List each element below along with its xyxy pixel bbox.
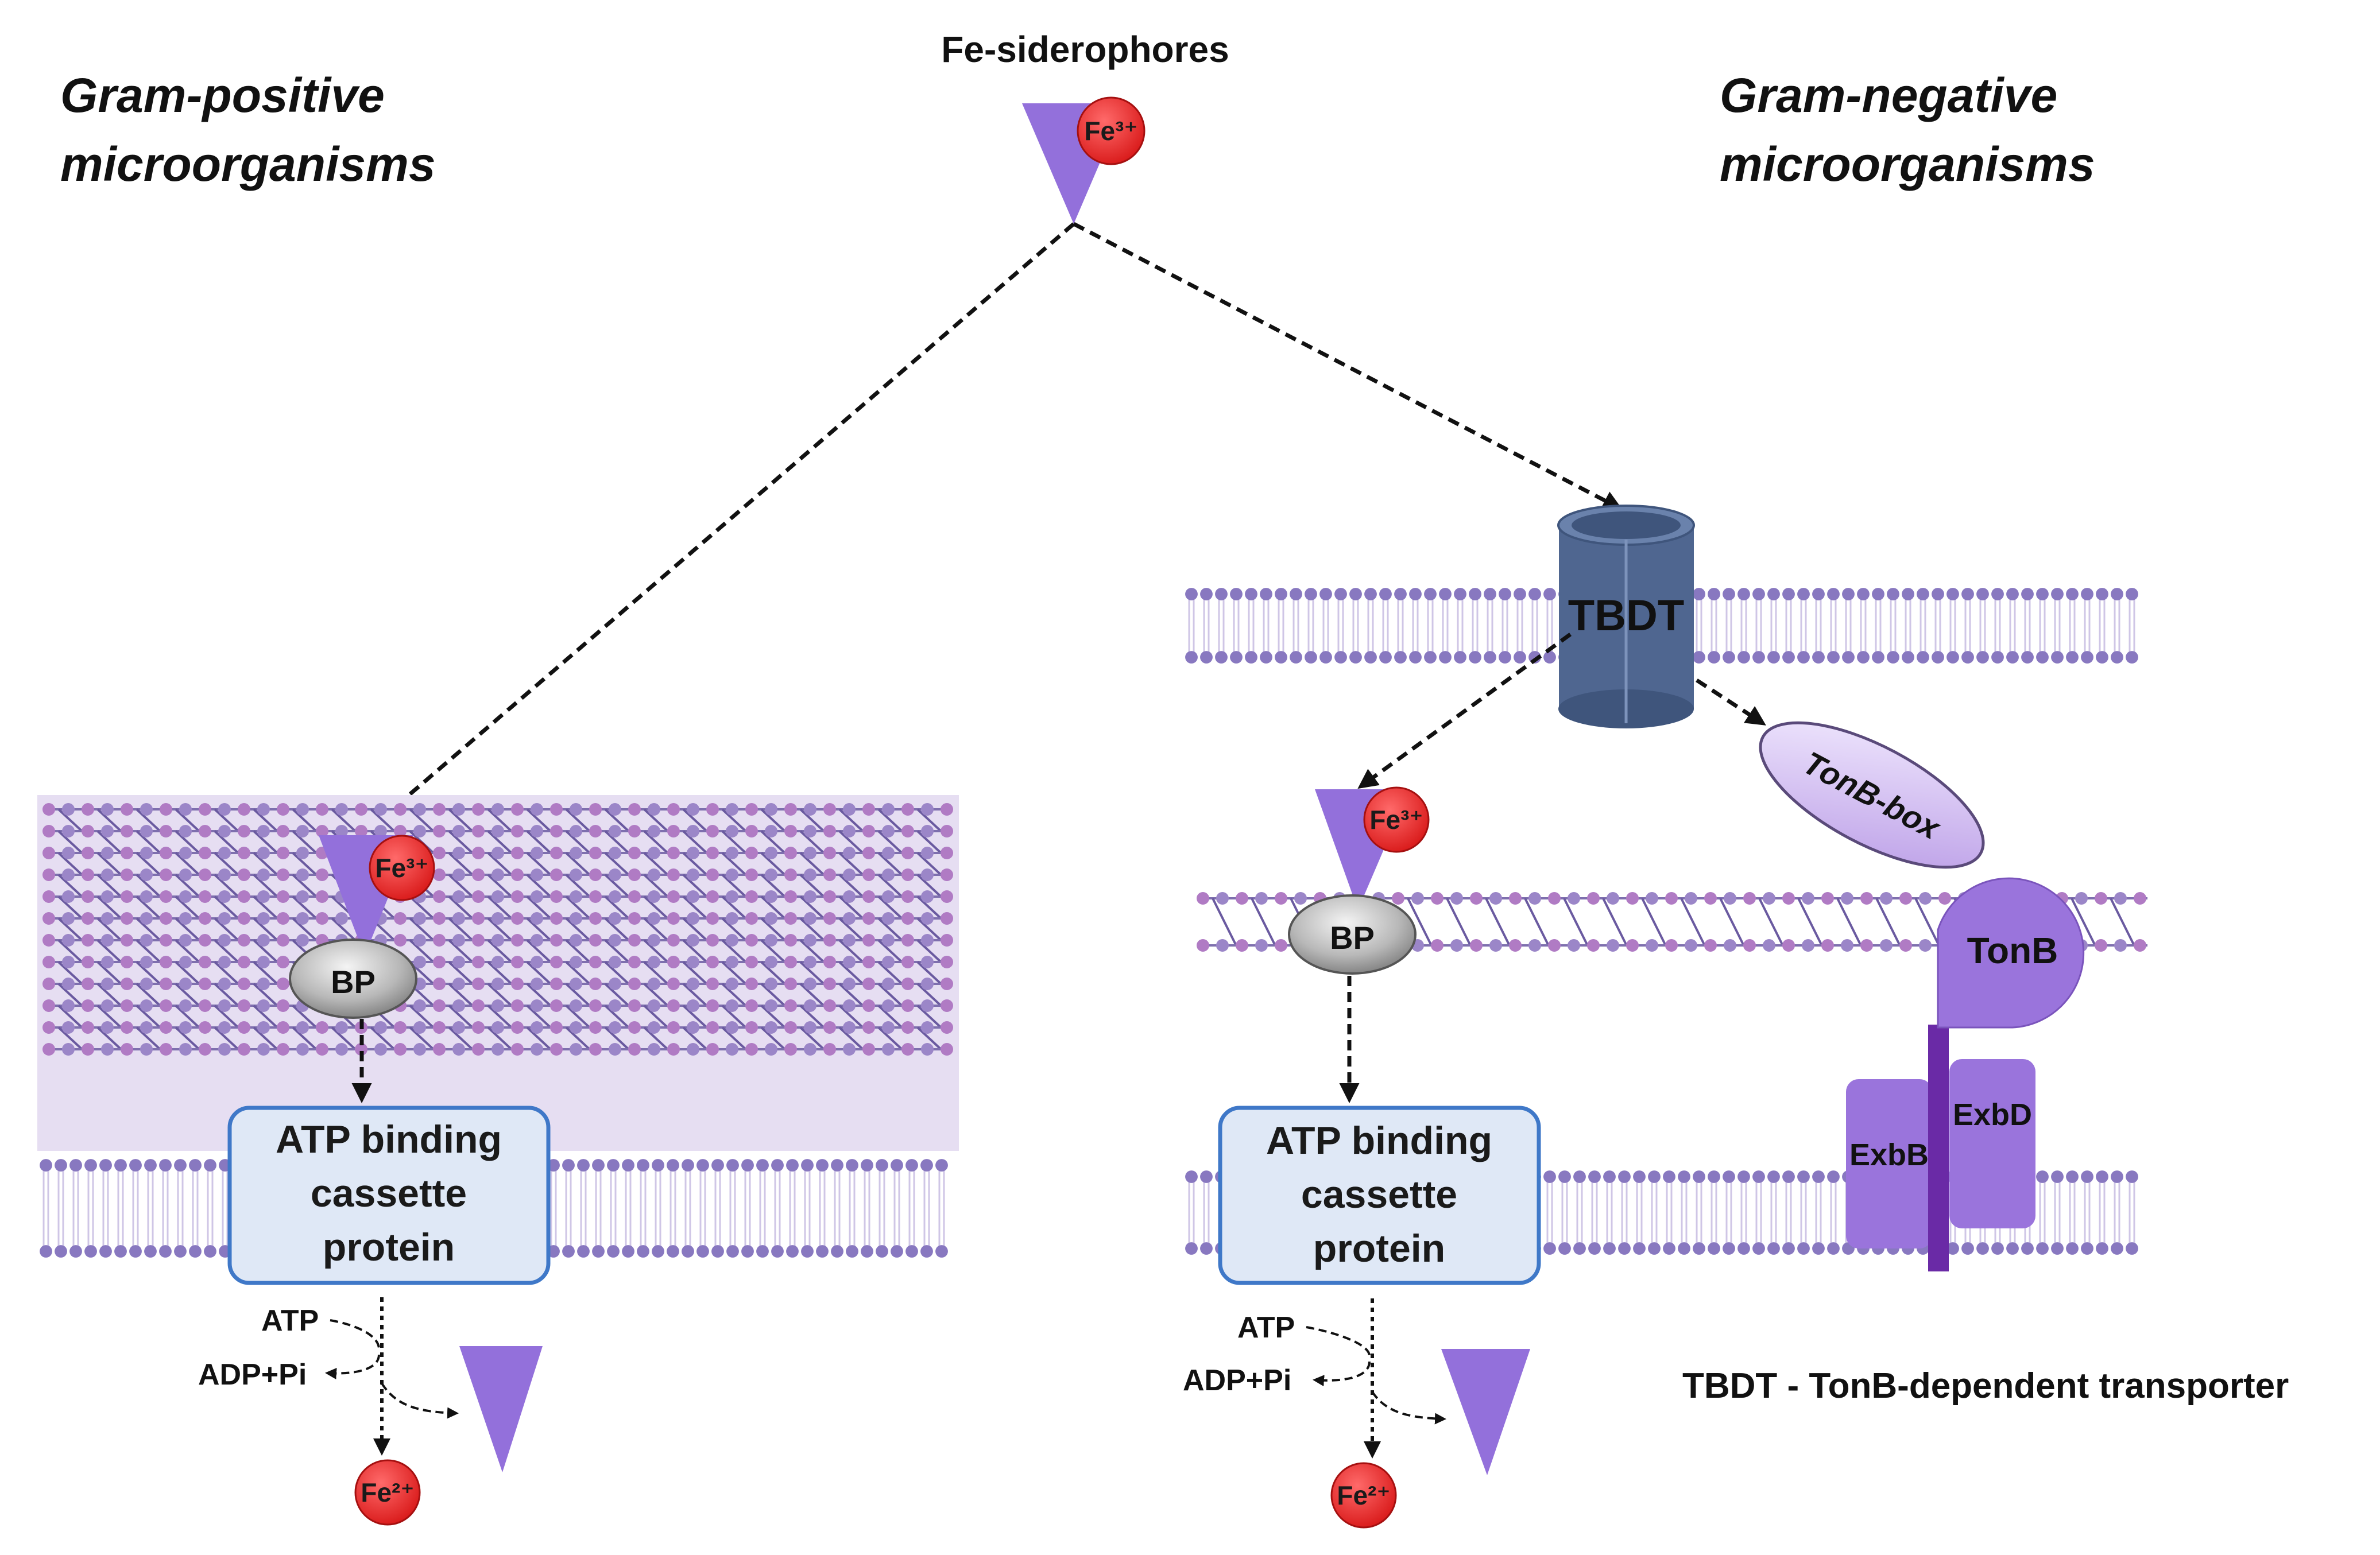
svg-text:TonB: TonB: [1967, 930, 2058, 971]
adp-label-gp: ADP+Pi: [198, 1358, 307, 1391]
svg-text:Fe²⁺: Fe²⁺: [1337, 1480, 1390, 1510]
atp-label-gp: ATP: [261, 1304, 319, 1337]
tbdt-legend: TBDT - TonB-dependent transporter: [1682, 1366, 2289, 1406]
fe3-ion-gn: Fe³⁺: [1363, 786, 1430, 853]
fe2-ion-gn: Fe²⁺: [1330, 1462, 1397, 1529]
arrow-to-gram-positive: [355, 222, 1075, 841]
svg-text:ExbD: ExbD: [1953, 1098, 2032, 1132]
abc-transporter-gn: ATP binding cassette protein: [1218, 1106, 1541, 1285]
svg-text:cassette: cassette: [311, 1172, 467, 1215]
svg-text:BP: BP: [331, 964, 376, 1000]
svg-text:cassette: cassette: [1301, 1173, 1457, 1216]
arrow-tbdt-to-bp: [1357, 633, 1572, 789]
svg-text:ATP binding: ATP binding: [276, 1118, 502, 1161]
svg-text:protein: protein: [323, 1226, 455, 1269]
atp-label-gn: ATP: [1237, 1311, 1295, 1344]
svg-text:BP: BP: [1330, 920, 1375, 956]
fe3-ion-top: Fe³⁺: [1077, 96, 1146, 165]
svg-text:ATP binding: ATP binding: [1266, 1119, 1492, 1162]
adp-curve-gp: [325, 1354, 380, 1379]
adp-label-gn: ADP+Pi: [1183, 1364, 1291, 1397]
arrow-tbdt-to-tonb-box: [1696, 678, 1766, 726]
peptidoglycan-mesh: [42, 803, 953, 1056]
tbdt-transporter: TBDT: [1557, 505, 1695, 728]
svg-text:protein: protein: [1313, 1227, 1445, 1270]
adp-curve-gn: [1313, 1361, 1371, 1387]
exbd-protein: ExbD: [1949, 1059, 2035, 1228]
tonb-anchor: [1928, 1025, 1949, 1271]
exbb-protein: ExbB: [1846, 1079, 1932, 1248]
svg-text:Fe³⁺: Fe³⁺: [1084, 116, 1137, 146]
tonb-box: TonB-box: [1759, 721, 1985, 869]
svg-text:Fe³⁺: Fe³⁺: [375, 853, 428, 883]
abc-transporter-gp: ATP binding cassette protein: [227, 1106, 551, 1285]
gram-positive-title-line1: Gram-positive: [60, 68, 385, 122]
siderophore-triangle-gp-released: [459, 1346, 543, 1472]
fe3-ion-gp: Fe³⁺: [369, 835, 435, 901]
svg-text:TBDT: TBDT: [1568, 591, 1685, 640]
svg-text:Fe³⁺: Fe³⁺: [1369, 805, 1423, 835]
gram-positive-title-line2: microorganisms: [60, 137, 436, 191]
tonb-protein: TonB: [1937, 877, 2085, 1029]
gram-negative-title-line1: Gram-negative: [1720, 68, 2057, 122]
binding-protein-gp: BP: [289, 939, 417, 1019]
fe2-ion-gp: Fe²⁺: [354, 1459, 421, 1526]
siderophore-release-curve-gp: [381, 1382, 459, 1419]
fe-siderophores-label: Fe-siderophores: [941, 29, 1229, 70]
svg-text:Fe²⁺: Fe²⁺: [361, 1478, 414, 1507]
gram-negative-title-line2: microorganisms: [1720, 137, 2095, 191]
siderophore-release-curve-gn: [1371, 1391, 1446, 1425]
svg-text:ExbB: ExbB: [1849, 1138, 1929, 1172]
binding-protein-gn: BP: [1288, 894, 1417, 975]
arrow-to-tbdt: [1073, 222, 1623, 510]
atp-curve-gn: [1306, 1326, 1371, 1356]
atp-curve-gp: [330, 1319, 380, 1350]
siderophore-triangle-gn-released: [1441, 1349, 1530, 1475]
